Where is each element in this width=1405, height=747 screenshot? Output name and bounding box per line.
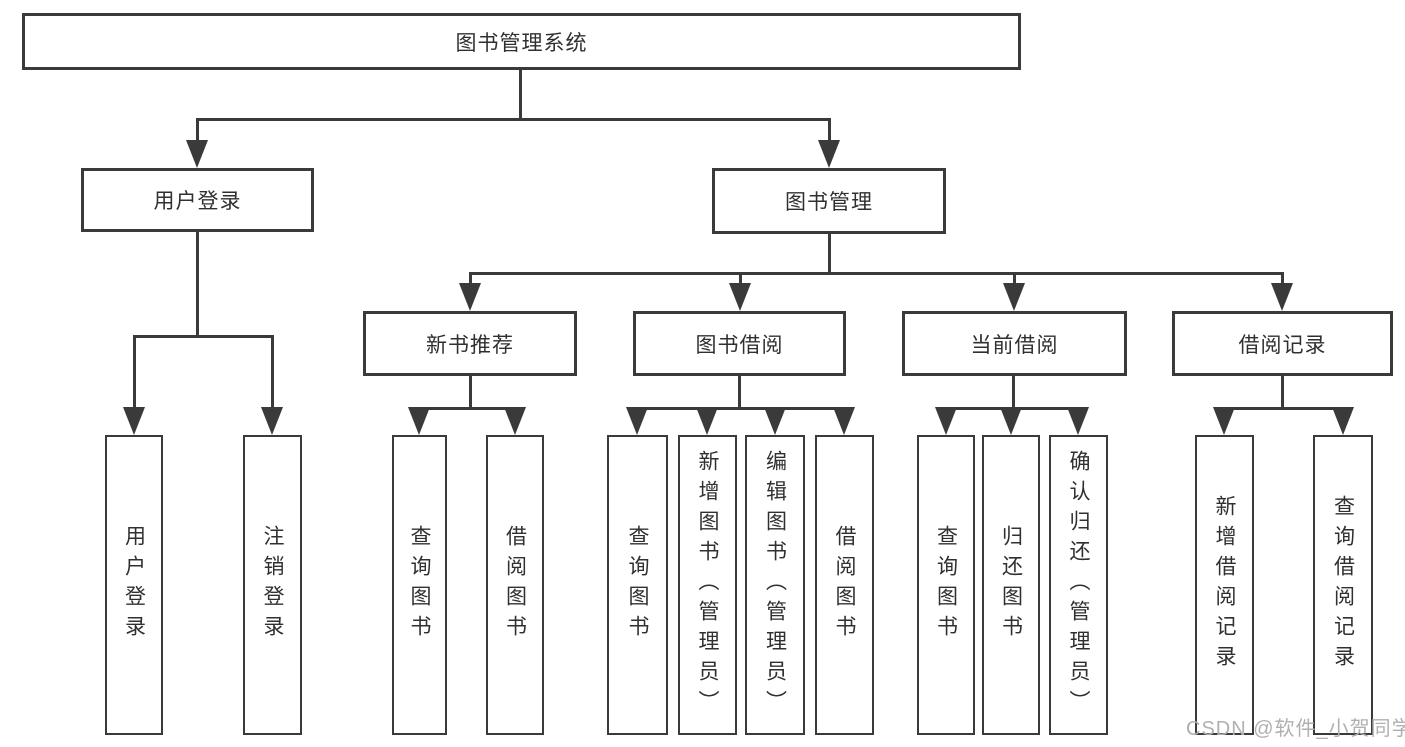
arrow-down-icon	[1000, 407, 1022, 435]
node-label: 新书推荐	[426, 333, 514, 357]
connector-line	[828, 118, 831, 142]
arrow-down-icon	[935, 407, 957, 435]
arrow-down-icon	[459, 283, 481, 311]
arrow-down-icon	[504, 407, 526, 435]
leaf-label: 借阅图书	[503, 525, 527, 645]
arrow-down-icon	[1213, 407, 1235, 435]
connector-line	[739, 272, 742, 285]
leaf-label: 查询借阅记录	[1331, 495, 1355, 675]
node-label: 借阅记录	[1238, 333, 1327, 357]
leaf-borrow-books: 借阅图书	[815, 435, 874, 735]
leaf-confirm-return-admin: 确认归还（管理员）	[1049, 435, 1108, 735]
arrow-down-icon	[186, 140, 208, 168]
arrow-down-icon	[261, 407, 283, 435]
connector-line	[271, 335, 274, 409]
arrow-down-icon	[1332, 407, 1354, 435]
connector-line	[519, 70, 522, 118]
csdn-watermark: CSDN @软件_小贺同学	[1186, 718, 1405, 740]
connector-line	[469, 376, 472, 408]
connector-line	[1223, 407, 1345, 410]
leaf-query-books-current: 查询图书	[917, 435, 975, 735]
arrow-down-icon	[626, 407, 648, 435]
connector-line	[1012, 376, 1015, 408]
connector-line	[469, 272, 1283, 275]
leaf-label: 查询图书	[626, 525, 649, 645]
node-label: 图书管理	[785, 191, 873, 214]
leaf-label: 查询图书	[408, 525, 431, 645]
leaf-query-books-recommend: 查询图书	[392, 435, 447, 735]
connector-line	[738, 376, 741, 408]
leaf-add-borrow-record: 新增借阅记录	[1195, 435, 1254, 735]
arrow-down-icon	[123, 407, 145, 435]
arrow-down-icon	[1003, 283, 1025, 311]
connector-line	[1281, 376, 1284, 408]
connector-line	[196, 118, 831, 121]
leaf-logout: 注销登录	[243, 435, 302, 735]
leaf-label: 确认归还（管理员）	[1067, 450, 1090, 720]
leaf-user-login: 用户登录	[105, 435, 163, 735]
leaf-label: 用户登录	[122, 525, 146, 645]
connector-line	[133, 335, 136, 409]
node-label: 当前借阅	[970, 333, 1059, 357]
node-book-management: 图书管理	[712, 168, 946, 234]
connector-line	[133, 335, 274, 338]
leaf-return-books: 归还图书	[982, 435, 1040, 735]
connector-line	[1013, 272, 1016, 285]
node-new-book-recommend: 新书推荐	[363, 311, 577, 376]
leaf-label: 查询图书	[934, 525, 958, 645]
node-library-management-system: 图书管理系统	[22, 13, 1021, 70]
node-label: 用户登录	[153, 190, 242, 213]
connector-line	[828, 234, 831, 272]
leaf-query-books-borrow: 查询图书	[607, 435, 668, 735]
arrow-down-icon	[764, 407, 786, 435]
leaf-borrow-books-recommend: 借阅图书	[486, 435, 544, 735]
leaf-label: 编辑图书（管理员）	[763, 450, 787, 720]
node-label: 图书管理系统	[455, 31, 588, 55]
leaf-add-books-admin: 新增图书（管理员）	[678, 435, 737, 735]
leaf-label: 借阅图书	[833, 525, 856, 645]
connector-line	[196, 232, 199, 335]
connector-line	[418, 407, 517, 410]
arrow-down-icon	[1067, 407, 1089, 435]
arrow-down-icon	[408, 407, 430, 435]
node-user-login: 用户登录	[81, 168, 314, 232]
arrow-down-icon	[696, 407, 718, 435]
connector-line	[1281, 272, 1284, 285]
node-borrowing-records: 借阅记录	[1172, 311, 1393, 376]
leaf-edit-books-admin: 编辑图书（管理员）	[745, 435, 805, 735]
leaf-label: 新增图书（管理员）	[696, 450, 719, 720]
leaf-query-borrow-record: 查询借阅记录	[1313, 435, 1373, 735]
node-current-borrowing: 当前借阅	[902, 311, 1127, 376]
connector-line	[469, 272, 472, 285]
leaf-label: 新增借阅记录	[1213, 495, 1236, 675]
node-book-borrowing: 图书借阅	[633, 311, 846, 376]
leaf-label: 归还图书	[999, 525, 1023, 645]
node-label: 图书借阅	[695, 333, 784, 357]
arrow-down-icon	[833, 407, 855, 435]
arrow-down-icon	[1271, 283, 1293, 311]
connector-line	[636, 407, 846, 410]
arrow-down-icon	[818, 140, 840, 168]
connector-line	[196, 118, 199, 142]
arrow-down-icon	[729, 283, 751, 311]
leaf-label: 注销登录	[261, 525, 284, 645]
